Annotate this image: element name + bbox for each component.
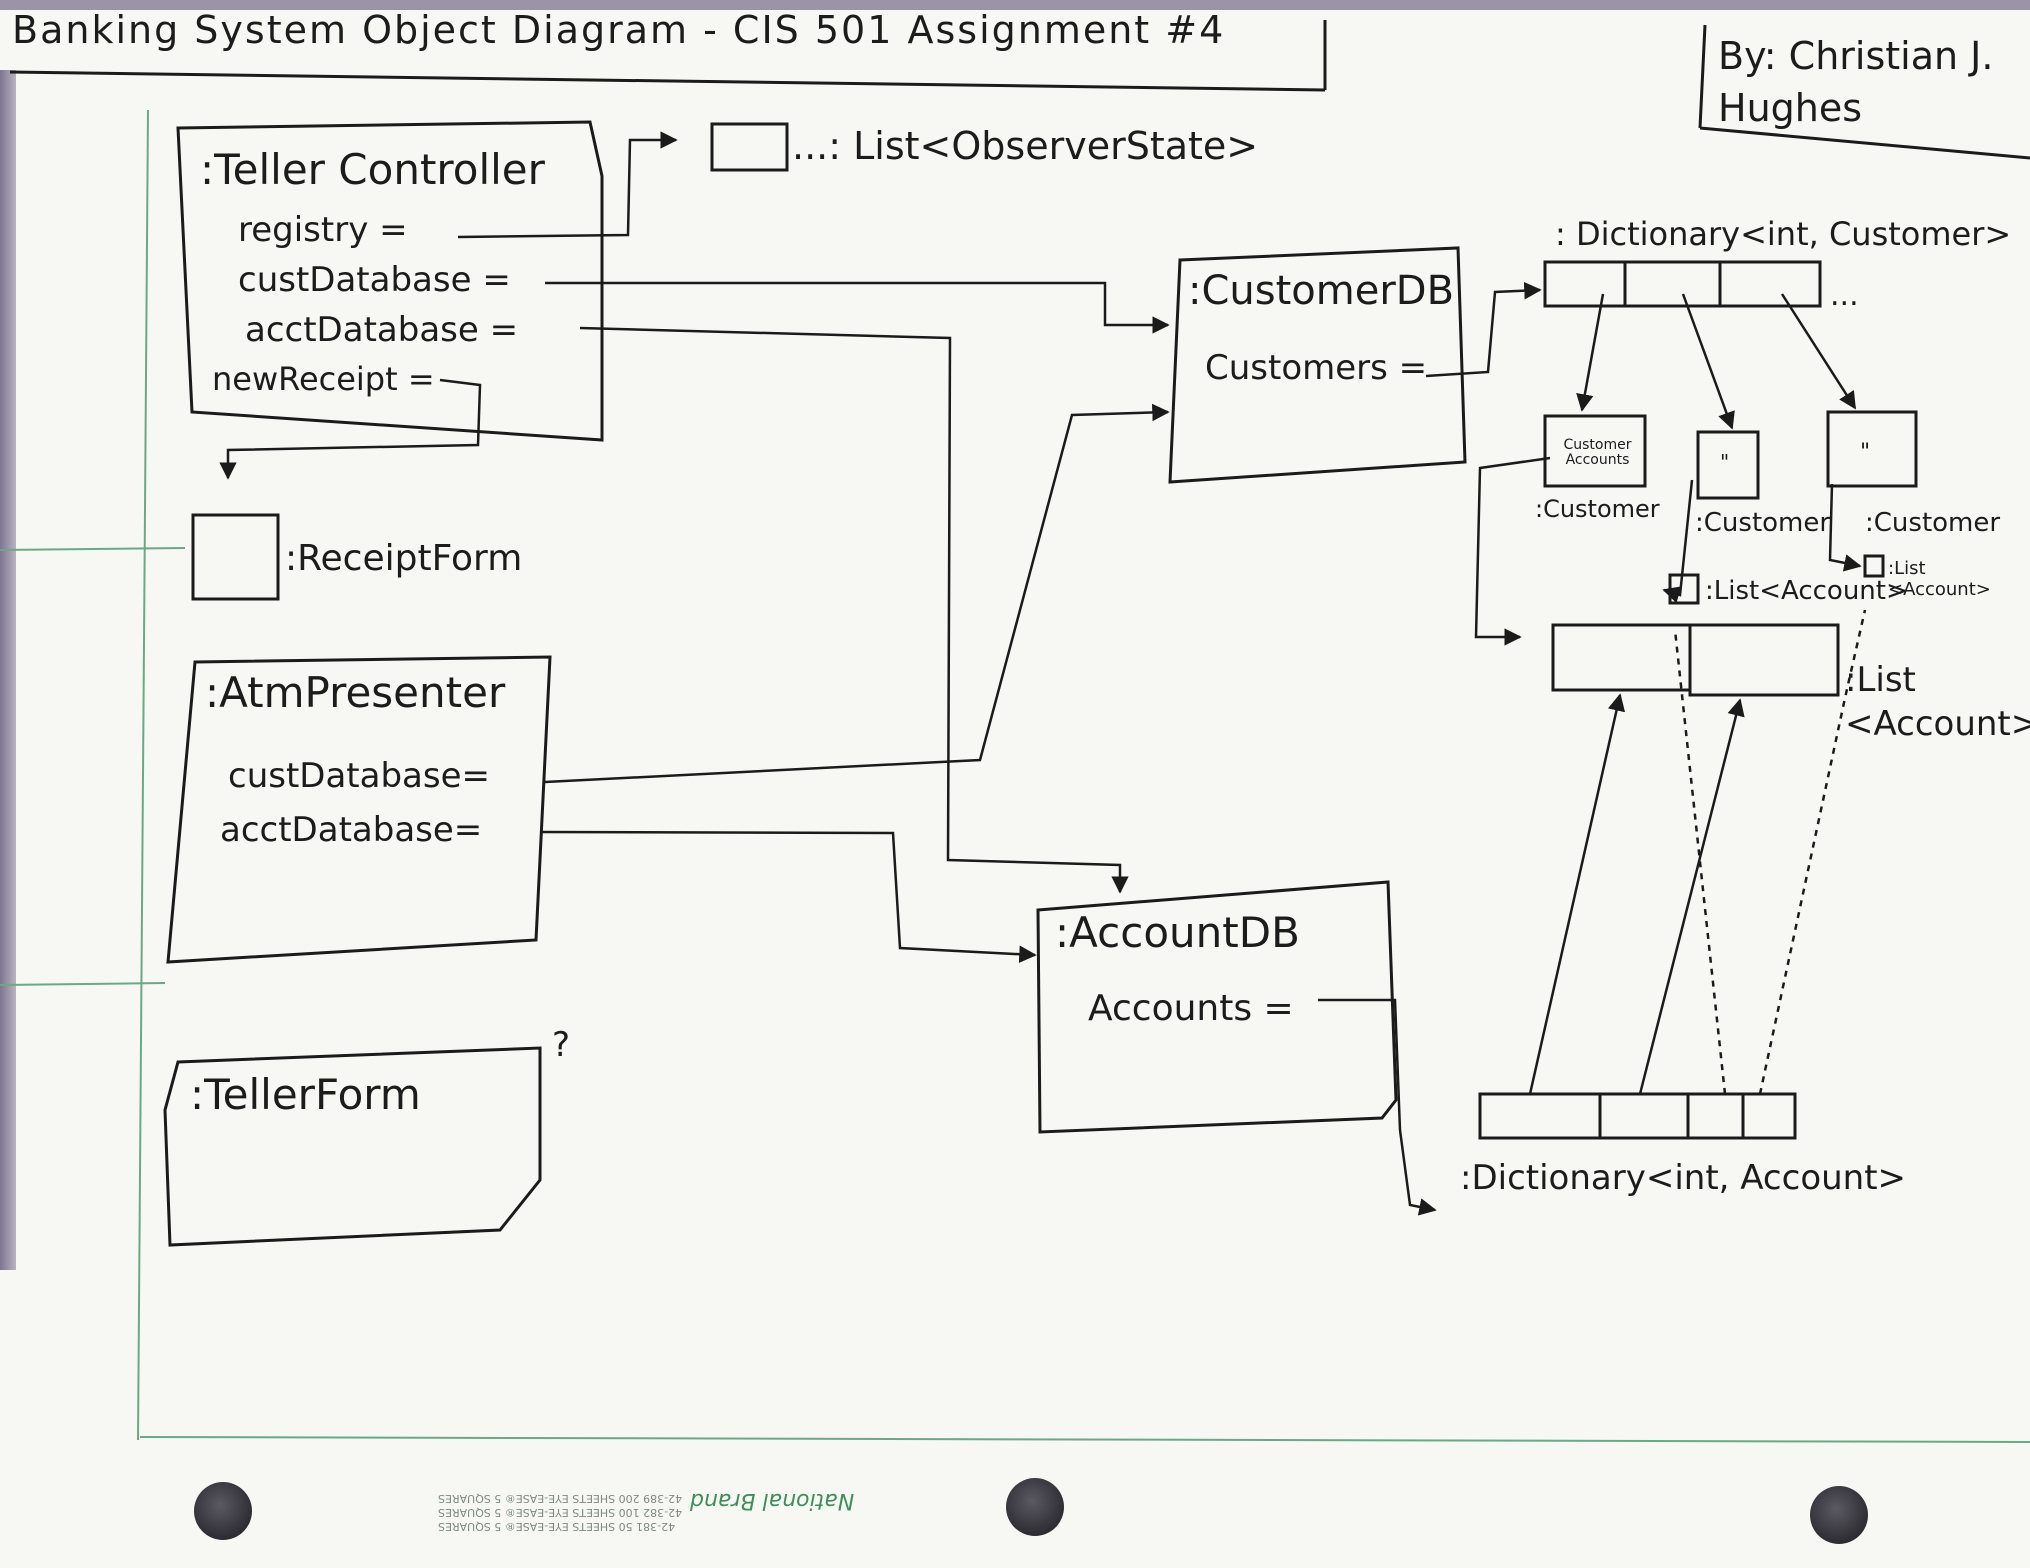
account-dictionary-name: :Dictionary<int, Account> <box>1460 1158 1907 1198</box>
atm-presenter-field-custdatabase: custDatabase= <box>228 756 491 796</box>
binder-hole-right <box>1810 1486 1868 1544</box>
customer-3-name: :Customer <box>1865 508 2001 538</box>
customer-2-name: :Customer <box>1695 508 1831 538</box>
author-credit: By: Christian J. Hughes <box>1718 34 1994 130</box>
paper-brand-line-3: 42-389 200 SHEETS EYE-EASE® 5 SQUARES <box>438 1492 683 1505</box>
account-db-box <box>1036 880 1398 1134</box>
customer-dictionary-ellipsis: ... <box>1830 278 1859 313</box>
receipt-form-name: :ReceiptForm <box>285 538 523 579</box>
paper-brand-line-2: 42-382 100 SHEETS EYE-EASE® 5 SQUARES <box>438 1506 683 1519</box>
customer-dictionary-cells <box>1543 260 1822 308</box>
diagram-title: Banking System Object Diagram - CIS 501 … <box>12 8 1226 52</box>
teller-controller-field-registry: registry = <box>238 210 408 250</box>
customer-1-inner: Customer Accounts <box>1563 437 1632 468</box>
reference-arrows <box>219 131 1867 1216</box>
customer-db-name: :CustomerDB <box>1188 268 1455 314</box>
teller-form-box <box>163 1046 542 1247</box>
customer-2-inner: " <box>1720 450 1730 474</box>
account-list-cells <box>1551 623 1840 697</box>
paper-brand: National Brand <box>690 1488 855 1513</box>
binder-hole-center <box>1006 1478 1064 1536</box>
customer-db-field: Customers = <box>1205 348 1428 388</box>
account-list-big-name: :List <Account> <box>1845 660 2030 744</box>
margin-lines <box>0 109 2030 1443</box>
background-edge <box>0 70 16 1270</box>
account-dictionary-cells <box>1478 1092 1797 1140</box>
customer-3-inner: " <box>1860 440 1871 465</box>
teller-controller-field-acctdatabase: acctDatabase = <box>245 310 519 350</box>
binder-hole-left <box>194 1482 252 1540</box>
background-top <box>0 0 2030 10</box>
account-list-small-2-name: :List <Account> <box>1888 558 1991 600</box>
receipt-form-box <box>191 513 280 601</box>
account-db-name: :AccountDB <box>1055 908 1300 957</box>
account-list-small-1-name: :List<Account> <box>1705 576 1908 606</box>
teller-controller-box <box>176 120 604 442</box>
account-db-field: Accounts = <box>1088 988 1294 1029</box>
atm-presenter-box <box>166 655 552 964</box>
teller-form-question-mark: ? <box>552 1025 571 1065</box>
customer-db-box <box>1168 246 1467 484</box>
customer-1-name: :Customer <box>1535 495 1660 523</box>
customer-boxes <box>1543 410 1918 500</box>
customer-dictionary-name: : Dictionary<int, Customer> <box>1555 215 2012 253</box>
atm-presenter-name: :AtmPresenter <box>205 668 506 717</box>
teller-controller-field-custdatabase: custDatabase = <box>238 260 511 300</box>
teller-controller-field-newreceipt: newReceipt = <box>212 360 435 398</box>
teller-form-name: :TellerForm <box>190 1070 421 1119</box>
teller-controller-name: :Teller Controller <box>200 145 545 194</box>
paper-brand-line-1: 42-381 50 SHEETS EYE-EASE® 5 SQUARES <box>438 1520 676 1533</box>
observer-list-name: ...: List<ObserverState> <box>792 124 1259 168</box>
title-underline <box>9 20 2030 160</box>
atm-presenter-field-acctdatabase: acctDatabase= <box>220 810 483 850</box>
observer-list-box <box>710 122 789 172</box>
